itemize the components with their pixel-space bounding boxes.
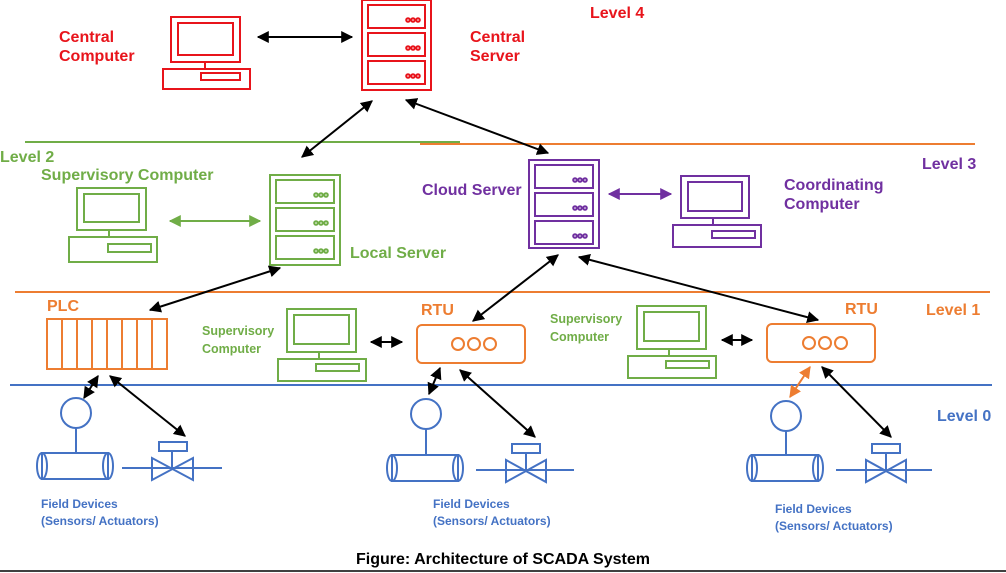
cloud-server-label: Cloud Server <box>422 182 522 199</box>
figure-caption: Figure: Architecture of SCADA System <box>356 551 650 568</box>
rtu-right-icon <box>766 323 876 363</box>
arrow-cloud-rtu-right <box>577 253 820 324</box>
field-devices-label-3: Field Devices (Sensors/ Actuators) <box>775 502 893 534</box>
central-computer-label: Central Computer <box>59 29 135 66</box>
arrow-cloud-rtu-left <box>472 254 559 322</box>
valve-icon-1 <box>122 441 222 482</box>
plc-label: PLC <box>47 298 79 315</box>
coordinating-computer-label: Coordinating Computer <box>784 177 884 214</box>
central-server-icon <box>361 0 432 91</box>
supervisory-computer-l2-icon <box>68 187 158 263</box>
arrow-rtu-right-sensor-3 <box>789 366 811 398</box>
field-devices-label-2: Field Devices (Sensors/ Actuators) <box>433 497 551 529</box>
level-1-label: Level 1 <box>926 302 981 319</box>
level-3-label: Level 3 <box>922 156 977 173</box>
arrow-rtu-left-sensor-2 <box>427 366 442 396</box>
supervisory-computer-l1-left-icon <box>277 308 367 382</box>
local-server-icon <box>269 174 341 266</box>
sensor-icon-1 <box>36 397 114 480</box>
arrow-rtu-right-valve-3 <box>821 366 892 438</box>
sensor-icon-3 <box>746 400 824 482</box>
arrow-plc-valve-1 <box>109 375 186 437</box>
field-devices-label-1: Field Devices (Sensors/ Actuators) <box>41 497 159 529</box>
level-4-label: Level 4 <box>590 5 645 22</box>
supervisory-computer-l1-left-label: Supervisory Computer <box>202 324 275 356</box>
arrow-local-server-plc <box>148 265 282 313</box>
central-server-label: Central Server <box>470 29 526 66</box>
rtu-left-icon <box>416 324 526 364</box>
arrow-central-server-local-server <box>301 100 373 158</box>
coordinating-computer-icon <box>672 175 762 248</box>
arrow-plc-sensor-1 <box>83 374 99 400</box>
plc-icon <box>46 318 168 370</box>
rtu-left-label: RTU <box>421 302 454 319</box>
local-server-label: Local Server <box>350 245 447 262</box>
cloud-server-icon <box>528 159 600 249</box>
valve-icon-3 <box>836 443 932 484</box>
valve-icon-2 <box>476 443 574 484</box>
rtu-right-label: RTU <box>845 301 878 318</box>
supervisory-computer-l1-right-label: Supervisory Computer <box>550 312 623 344</box>
level-0-label: Level 0 <box>937 408 992 425</box>
sensor-icon-2 <box>386 398 464 482</box>
arrow-central-server-cloud-server <box>404 98 550 155</box>
arrow-rtu-left-valve-2 <box>459 369 536 438</box>
central-computer-icon <box>162 16 251 90</box>
level-2-label: Level 2 <box>0 149 55 166</box>
supervisory-computer-l2-label: Supervisory Computer <box>41 167 214 184</box>
supervisory-computer-l1-right-icon <box>627 305 717 379</box>
